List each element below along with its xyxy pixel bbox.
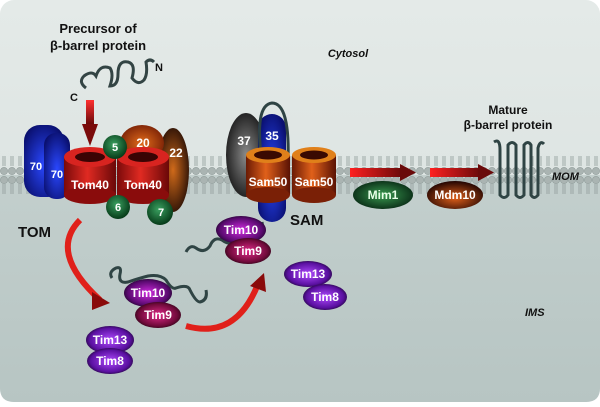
import-arrow-head — [82, 124, 98, 146]
cytosol-label: Cytosol — [328, 48, 369, 60]
arrow-to-mdm10-head — [478, 164, 494, 181]
tom40-a-label: Tom40 — [71, 178, 109, 192]
arrow-to-mim1-head — [400, 164, 416, 181]
tim10-middle-label: Tim10 — [131, 286, 166, 300]
tim10-sam-label: Tim10 — [224, 223, 259, 237]
tom70-b — [44, 133, 70, 199]
chain-at-tim-middle — [109, 266, 208, 304]
sam50-a — [246, 147, 290, 203]
tom5-label: 5 — [112, 142, 118, 154]
tom40-b-label: Tom40 — [124, 178, 162, 192]
c-terminus-label: C — [70, 92, 78, 104]
mom-label: MOM — [552, 171, 580, 183]
mature-label-line1: Mature — [488, 103, 528, 117]
ims-region — [0, 175, 600, 402]
tom40-b — [117, 147, 169, 204]
sam37-label: 37 — [237, 134, 251, 148]
tom70-b-label: 70 — [51, 169, 63, 181]
tim13-right-label: Tim13 — [291, 267, 326, 281]
tom22-label: 22 — [169, 146, 183, 160]
tom70-a-label: 70 — [30, 161, 42, 173]
ims-label: IMS — [525, 307, 545, 319]
tom-complex-label: TOM — [18, 224, 51, 241]
curved-arrow-tim-to-sam — [185, 282, 261, 332]
tom6-label: 6 — [115, 202, 121, 214]
tim9-sam — [225, 238, 271, 264]
precursor-label-line1: Precursor of — [59, 21, 137, 36]
mim1-label: Mim1 — [368, 188, 399, 202]
mdm10 — [427, 181, 483, 209]
tim9-middle-label: Tim9 — [144, 308, 172, 322]
tim10-sam — [216, 216, 266, 244]
mature-label-line2: β-barrel protein — [464, 118, 553, 132]
sam50-b — [292, 147, 336, 203]
precursor-loop — [258, 101, 290, 163]
tim9-sam-label: Tim9 — [234, 244, 262, 258]
tim13-left — [86, 326, 134, 354]
sam50-a-label: Sam50 — [249, 175, 288, 189]
sam50-b-label: Sam50 — [295, 175, 334, 189]
curved-arrow-tom-to-tim — [64, 217, 103, 303]
tim8-left — [87, 348, 133, 374]
tim13-right — [284, 261, 332, 287]
sam35-label: 35 — [265, 129, 279, 143]
curved-arrow-tim-to-sam-head — [250, 273, 266, 292]
tim8-right-label: Tim8 — [311, 290, 339, 304]
tom7-label: 7 — [158, 207, 164, 219]
precursor-chain — [79, 58, 156, 90]
tom6 — [106, 195, 130, 219]
arrow-to-mdm10 — [430, 168, 480, 177]
tim8-left-label: Tim8 — [96, 354, 124, 368]
tim10-middle — [124, 279, 172, 307]
tim9-middle — [135, 302, 181, 328]
curved-arrow-tom-to-tim-head — [92, 292, 110, 310]
import-arrow-shaft — [86, 100, 94, 124]
mature-beta-barrel — [493, 139, 546, 199]
tom40-a — [64, 147, 116, 204]
mim1 — [353, 181, 413, 209]
tom5 — [103, 135, 127, 159]
precursor-label-line2: β-barrel protein — [50, 38, 146, 53]
tom7 — [147, 199, 173, 225]
sam-complex-label: SAM — [290, 212, 323, 229]
tim8-right — [303, 284, 347, 310]
arrow-to-mim1 — [350, 168, 402, 177]
tim13-left-label: Tim13 — [93, 333, 128, 347]
n-terminus-label: N — [155, 62, 163, 74]
tom20-label: 20 — [136, 136, 150, 150]
mdm10-label: Mdm10 — [434, 188, 476, 202]
